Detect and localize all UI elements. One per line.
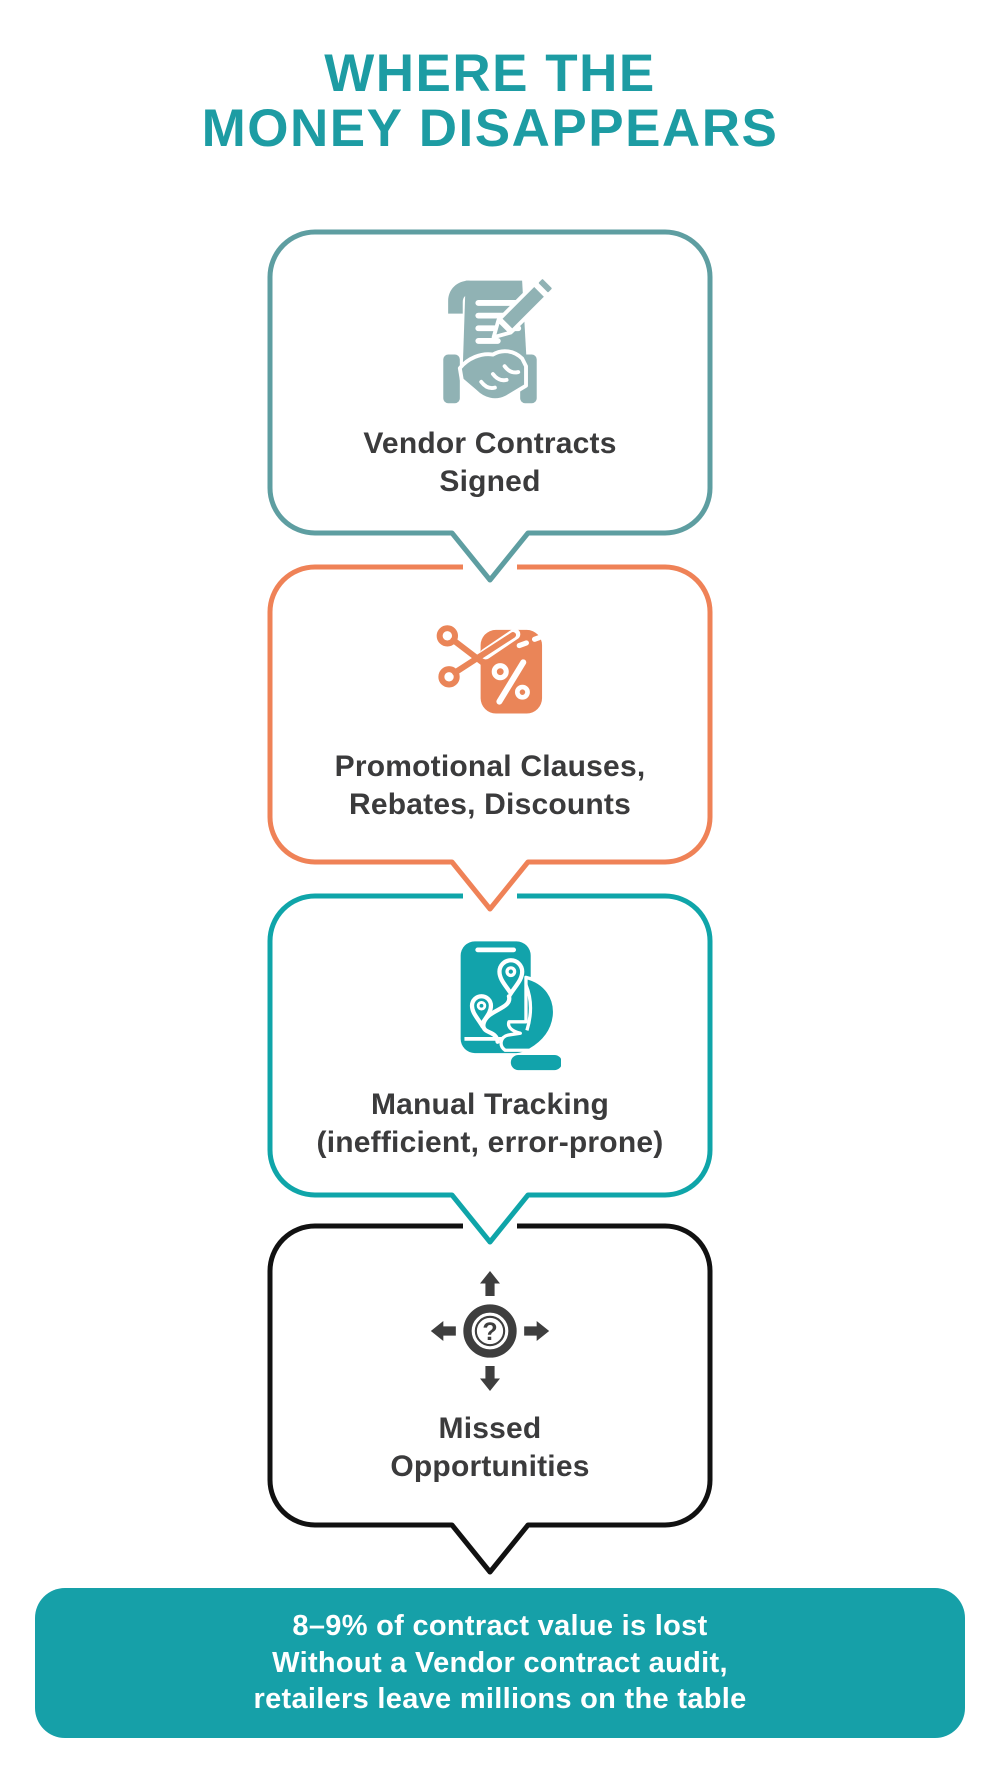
step-1-label: Vendor Contracts Signed	[363, 427, 617, 498]
banner-line-2: Without a Vendor contract audit,	[272, 1646, 728, 1679]
step-3: Manual Tracking (inefficient, error-pron…	[270, 896, 710, 1195]
step-4-label: Missed Opportunities	[390, 1412, 590, 1483]
step-3-label: Manual Tracking (inefficient, error-pron…	[316, 1088, 664, 1159]
title-line-1: WHERE THE	[324, 44, 656, 103]
step-1: Vendor Contracts Signed	[270, 232, 710, 533]
title-line-2: MONEY DISAPPEARS	[201, 99, 779, 159]
banner-line-1: 8–9% of contract value is lost	[292, 1609, 708, 1642]
banner-line-3: retailers leave millions on the table	[253, 1683, 747, 1716]
svg-text:?: ?	[482, 1318, 497, 1346]
page-title: WHERE THE MONEY DISAPPEARS	[0, 46, 980, 156]
conclusion-banner: 8–9% of contract value is lost Without a…	[35, 1588, 965, 1738]
step-2: Promotional Clauses, Rebates, Discounts	[270, 567, 710, 862]
step-2-label: Promotional Clauses, Rebates, Discounts	[334, 750, 646, 821]
contract-signed-icon	[443, 275, 556, 404]
step-4: ? Missed Opportunities	[270, 1226, 710, 1525]
discount-scissors-icon	[436, 625, 543, 714]
phone-tracking-icon	[460, 941, 561, 1071]
question-arrows-icon: ?	[430, 1271, 550, 1392]
